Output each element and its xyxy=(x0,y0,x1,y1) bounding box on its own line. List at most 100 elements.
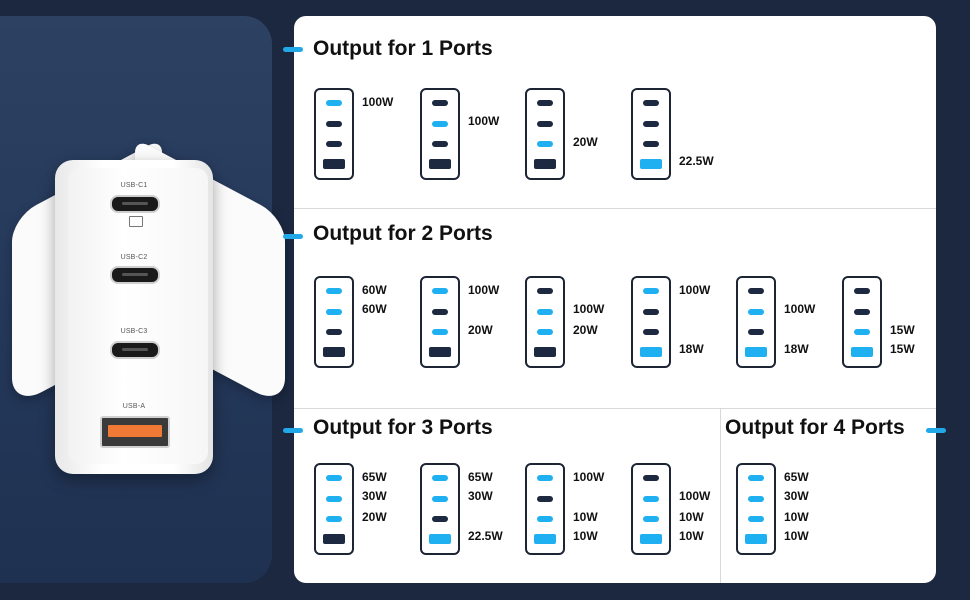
active-port-indicator xyxy=(851,347,873,357)
inactive-port-indicator xyxy=(643,475,659,481)
wattage-label: 20W xyxy=(362,510,387,524)
port-config-diagram xyxy=(525,276,565,368)
active-port-indicator xyxy=(537,141,553,147)
wattage-label: 18W xyxy=(784,342,809,356)
port-config-diagram xyxy=(420,463,460,555)
wattage-label: 10W xyxy=(573,529,598,543)
inactive-port-indicator xyxy=(537,121,553,127)
inactive-port-indicator xyxy=(432,100,448,106)
inactive-port-indicator xyxy=(534,347,556,357)
active-port-indicator xyxy=(748,475,764,481)
inactive-port-indicator xyxy=(854,309,870,315)
active-port-indicator xyxy=(429,534,451,544)
inactive-port-indicator xyxy=(432,141,448,147)
port-config-diagram xyxy=(314,276,354,368)
active-port-indicator xyxy=(537,475,553,481)
wattage-label: 100W xyxy=(679,489,711,503)
active-port-indicator xyxy=(748,496,764,502)
wattage-label: 100W xyxy=(573,470,605,484)
wattage-label: 15W xyxy=(890,342,915,356)
port-config-diagram xyxy=(736,276,776,368)
inactive-port-indicator xyxy=(643,100,659,106)
inactive-port-indicator xyxy=(323,347,345,357)
inactive-port-indicator xyxy=(537,496,553,502)
active-port-indicator xyxy=(432,475,448,481)
usb-c2-port xyxy=(110,266,160,284)
wattage-label: 20W xyxy=(573,135,598,149)
section-bullet xyxy=(926,428,946,433)
wattage-label: 30W xyxy=(468,489,493,503)
active-port-indicator xyxy=(640,534,662,544)
laptop-icon xyxy=(129,216,143,227)
port-config-diagram xyxy=(525,88,565,180)
section-bullet xyxy=(283,428,303,433)
wattage-label: 15W xyxy=(890,323,915,337)
port-config-diagram xyxy=(736,463,776,555)
active-port-indicator xyxy=(748,309,764,315)
active-port-indicator xyxy=(432,288,448,294)
inactive-port-indicator xyxy=(643,329,659,335)
wattage-label: 10W xyxy=(573,510,598,524)
active-port-indicator xyxy=(643,496,659,502)
active-port-indicator xyxy=(326,100,342,106)
section-divider-vertical xyxy=(720,408,721,583)
active-port-indicator xyxy=(537,516,553,522)
wattage-label: 22.5W xyxy=(679,154,714,168)
active-port-indicator xyxy=(326,309,342,315)
inactive-port-indicator xyxy=(326,141,342,147)
wattage-label: 10W xyxy=(679,510,704,524)
port-output-panel xyxy=(294,16,936,583)
wattage-label: 100W xyxy=(573,302,605,316)
section-title: Output for 1 Ports xyxy=(313,37,493,60)
wattage-label: 10W xyxy=(679,529,704,543)
port-config-diagram xyxy=(525,463,565,555)
port-config-diagram xyxy=(314,88,354,180)
active-port-indicator xyxy=(326,475,342,481)
charger-illustration: USB-C1 USB-C2 USB-C3 USB-A xyxy=(0,0,300,600)
active-port-indicator xyxy=(745,534,767,544)
inactive-port-indicator xyxy=(432,516,448,522)
active-port-indicator xyxy=(643,516,659,522)
active-port-indicator xyxy=(432,329,448,335)
active-port-indicator xyxy=(643,288,659,294)
active-port-indicator xyxy=(854,329,870,335)
port-label-usb-c3: USB-C3 xyxy=(120,328,148,335)
active-port-indicator xyxy=(326,288,342,294)
active-port-indicator xyxy=(432,496,448,502)
inactive-port-indicator xyxy=(854,288,870,294)
wattage-label: 65W xyxy=(784,470,809,484)
active-port-indicator xyxy=(534,534,556,544)
inactive-port-indicator xyxy=(429,159,451,169)
section-divider xyxy=(294,408,936,409)
port-config-diagram xyxy=(631,463,671,555)
wattage-label: 100W xyxy=(468,283,500,297)
wattage-label: 100W xyxy=(468,114,500,128)
port-config-diagram xyxy=(631,276,671,368)
port-label-usb-c1: USB-C1 xyxy=(120,182,148,189)
section-bullet xyxy=(283,47,303,52)
wattage-label: 20W xyxy=(573,323,598,337)
inactive-port-indicator xyxy=(748,329,764,335)
inactive-port-indicator xyxy=(643,141,659,147)
section-title: Output for 4 Ports xyxy=(725,416,905,439)
wattage-label: 65W xyxy=(468,470,493,484)
section-title: Output for 3 Ports xyxy=(313,416,493,439)
inactive-port-indicator xyxy=(748,288,764,294)
port-label-usb-c2: USB-C2 xyxy=(120,254,148,261)
wattage-label: 100W xyxy=(679,283,711,297)
active-port-indicator xyxy=(748,516,764,522)
usb-c1-port xyxy=(110,195,160,213)
port-config-diagram xyxy=(420,276,460,368)
inactive-port-indicator xyxy=(537,100,553,106)
wattage-label: 60W xyxy=(362,283,387,297)
inactive-port-indicator xyxy=(534,159,556,169)
port-config-diagram xyxy=(420,88,460,180)
usb-c3-port xyxy=(110,341,160,359)
wattage-label: 30W xyxy=(362,489,387,503)
inactive-port-indicator xyxy=(537,288,553,294)
section-divider xyxy=(294,208,936,209)
port-label-usb-a: USB-A xyxy=(122,403,146,410)
inactive-port-indicator xyxy=(323,159,345,169)
active-port-indicator xyxy=(640,159,662,169)
wattage-label: 30W xyxy=(784,489,809,503)
